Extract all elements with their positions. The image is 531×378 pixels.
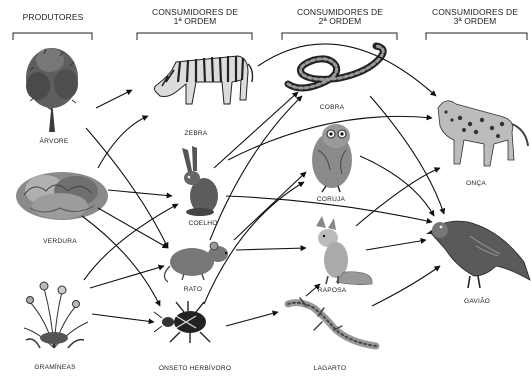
label-inseto: ONSETO HERBÍVORO <box>159 365 231 372</box>
label-rato: RATO <box>184 286 203 293</box>
arrow-rato-cobra <box>210 96 302 240</box>
arrow-rato-raposa <box>236 248 306 250</box>
grasses-image <box>24 282 88 348</box>
label-zebra: ZEBRA <box>185 130 208 137</box>
header-producers: PRODUTORES <box>8 13 98 22</box>
label-verdura: VERDURA <box>43 238 77 245</box>
header-brackets <box>13 33 527 40</box>
rabbit-image <box>182 146 218 216</box>
arrow-gramineas-rato <box>90 266 164 288</box>
zebra-image <box>154 56 252 104</box>
arrow-raposa-gaviao <box>366 240 426 250</box>
header-tertiary-consumers: CONSUMIDORES DE 3ª ORDEM <box>420 8 530 26</box>
owl-image <box>312 124 352 192</box>
jaguar-image <box>438 101 528 166</box>
label-gaviao: GAVIÃO <box>464 298 490 305</box>
arrow-rato-coruja <box>234 172 306 240</box>
label-onca: ONÇA <box>466 180 486 187</box>
arrow-gramineas-inseto <box>92 314 154 322</box>
arrow-verdura-coelho <box>108 190 172 196</box>
insect-image <box>154 301 210 343</box>
label-cobra: COBRA <box>320 104 344 111</box>
label-coruja: CORUJA <box>317 196 345 203</box>
label-arvore: ÁRVORE <box>40 138 69 145</box>
food-web-arrows <box>82 44 444 326</box>
hawk-image <box>426 221 530 288</box>
tree-image <box>26 48 78 132</box>
header-secondary-consumers: CONSUMIDORES DE 2ª ORDEM <box>279 8 401 26</box>
fox-image <box>316 216 372 285</box>
arrow-arvore-zebra <box>96 90 132 108</box>
header-primary-consumers: CONSUMIDORES DE 1ª ORDEM <box>134 8 256 26</box>
arrow-verdura-inseto <box>82 216 160 306</box>
arrow-gramineas-coelho <box>84 204 178 280</box>
label-gramineas: GRAMÍNEAS <box>34 364 75 371</box>
arrow-lagarto-gaviao <box>372 266 440 306</box>
arrow-coruja-gaviao <box>360 156 434 216</box>
label-coelho: COELHO <box>188 220 217 227</box>
lettuce-image <box>16 172 108 220</box>
rat-image <box>164 242 228 282</box>
arrow-zebra-onca <box>258 44 436 96</box>
arrow-cobra-gaviao <box>370 96 444 214</box>
arrow-inseto-lagarto <box>226 312 278 326</box>
label-raposa: RAPOSA <box>318 287 347 294</box>
lizard-image <box>288 298 376 346</box>
label-lagarto: LAGARTO <box>314 365 347 372</box>
arrow-verdura-zebra <box>98 116 148 168</box>
